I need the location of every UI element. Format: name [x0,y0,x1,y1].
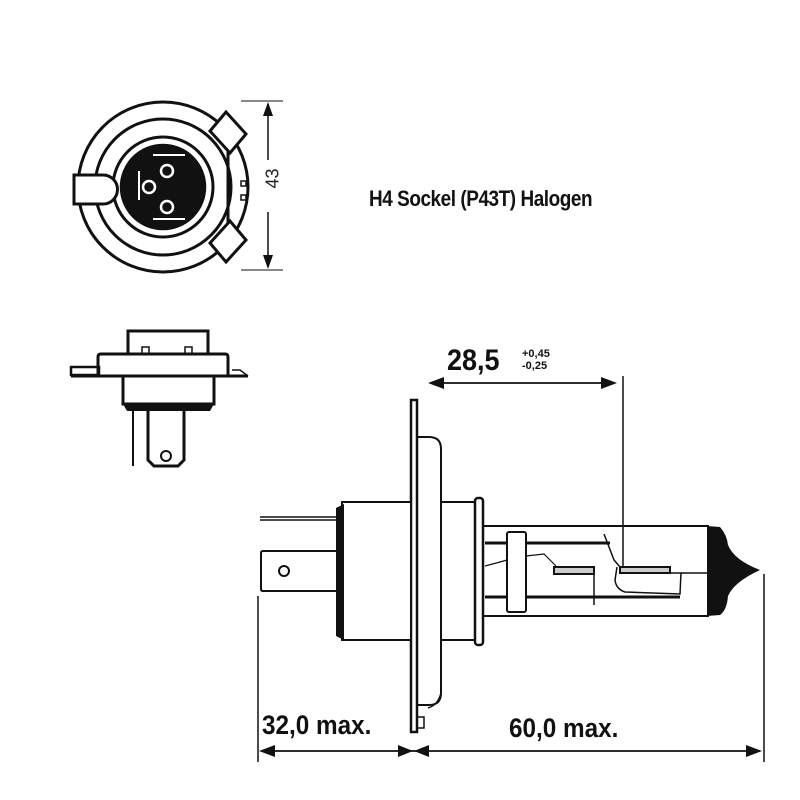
base-length-dimension: 32,0 max. [262,710,372,740]
bulb-length-dimension: 60,0 max. [509,713,619,743]
tolerance-plus: +0,45 [522,348,550,360]
filament-distance-dimension: 28,5 [447,344,500,377]
front-diameter-dimension: 43 [262,168,283,189]
small-side-view [69,329,249,468]
main-side-view [257,376,765,762]
diagram-title: H4 Sockel (P43T) Halogen [369,186,593,211]
tolerance-minus: -0,25 [522,360,548,372]
front-view [72,100,283,274]
